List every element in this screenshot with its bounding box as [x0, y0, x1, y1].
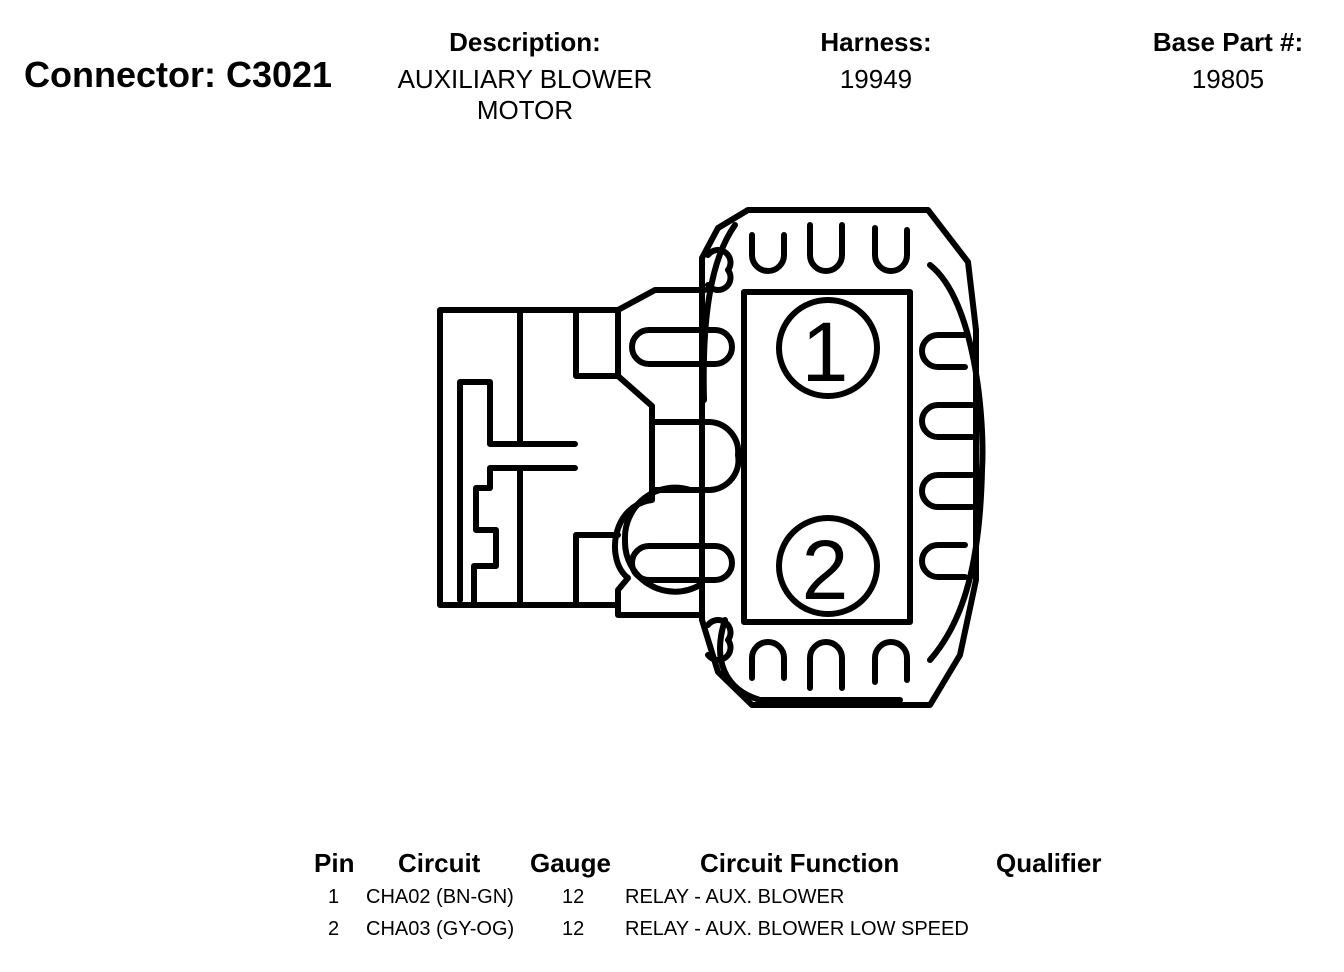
connector-shell-inner-curve-top	[700, 222, 738, 403]
center-bump	[649, 419, 742, 493]
row-2-function: RELAY - AUX. BLOWER LOW SPEED	[625, 918, 969, 940]
col-header-circuit: Circuit	[398, 848, 481, 878]
description-line-2: MOTOR	[476, 95, 574, 125]
pin-1-label: 1	[802, 305, 849, 399]
terminal-loop-right-1	[919, 332, 968, 370]
connector-shell-inner-curve-bottom	[717, 617, 903, 703]
col-header-gauge: Gauge	[530, 848, 611, 878]
row-1-pin: 1	[328, 886, 340, 908]
terminal-loop-right-4	[919, 542, 968, 580]
base-part-value: 19805	[1191, 64, 1265, 94]
terminal-loop-right-2	[919, 402, 975, 440]
pin-2-label: 2	[802, 523, 849, 617]
description-block: Description: AUXILIARY BLOWER MOTOR	[375, 27, 675, 126]
latch-inner-slot-lower	[573, 532, 621, 608]
terminal-loop-bottom-3	[872, 639, 910, 685]
terminal-loop-right-3	[919, 472, 975, 510]
latch-finger-lower	[471, 465, 523, 607]
connector-title: Connector: C3021	[24, 54, 333, 95]
col-header-function: Circuit Function	[700, 848, 900, 878]
lower-ring-arc	[621, 484, 703, 595]
harness-value: 19949	[839, 64, 913, 94]
col-header-qualifier: Qualifier	[996, 848, 1102, 878]
latch-rail-upper	[517, 307, 578, 447]
shell-transition-upper	[615, 287, 708, 425]
base-part-block: Base Part #: 19805	[1108, 27, 1344, 95]
cavity-box	[741, 289, 913, 625]
row-1-circuit: CHA02 (BN-GN)	[366, 886, 514, 908]
terminal-loop-left-1	[629, 327, 735, 367]
row-2-gauge: 12	[562, 918, 585, 940]
row-1-function: RELAY - AUX. BLOWER	[625, 886, 845, 908]
terminal-small-arc-bottom	[705, 617, 734, 663]
row-2-circuit: CHA03 (GY-OG)	[366, 918, 515, 940]
latch-rail-lower	[517, 465, 578, 608]
harness-block: Harness: 19949	[776, 27, 976, 95]
terminal-small-arc-top	[705, 247, 734, 293]
pin-1-circle	[776, 297, 880, 399]
description-line-1: AUXILIARY BLOWER	[397, 64, 653, 94]
terminal-loop-bottom-2	[807, 639, 845, 691]
description-label: Description:	[449, 27, 601, 57]
harness-label: Harness:	[820, 27, 932, 57]
row-1-gauge: 12	[562, 886, 585, 908]
terminal-loop-left-2	[629, 543, 735, 583]
terminal-loop-top-1	[749, 232, 787, 274]
row-2-pin: 2	[328, 918, 340, 940]
base-part-label: Base Part #:	[1152, 27, 1304, 57]
terminal-loop-top-2	[807, 222, 845, 274]
connector-shell	[699, 207, 979, 708]
description-value: AUXILIARY BLOWER MOTOR	[375, 64, 675, 126]
latch-inner-slot-upper	[573, 307, 621, 379]
terminal-loop-bottom-1	[749, 639, 787, 681]
pin-2-circle	[776, 515, 880, 617]
col-header-pin: Pin	[314, 848, 355, 878]
terminal-loop-top-3	[872, 225, 910, 274]
latch-outer-frame	[437, 307, 621, 608]
latch-finger-upper	[457, 379, 523, 603]
connector-shell-inner-curve-right	[927, 262, 986, 663]
